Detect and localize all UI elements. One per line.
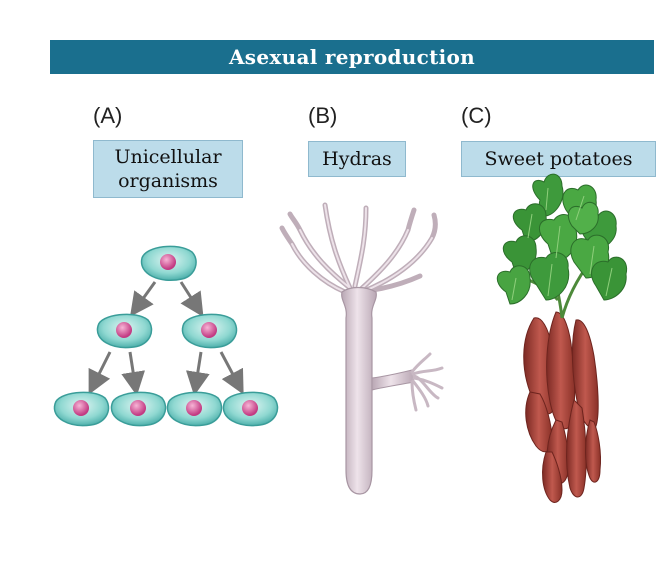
label-sweet-potatoes: Sweet potatoes xyxy=(461,141,656,177)
arrow-right-a xyxy=(185,351,210,396)
hydra-body xyxy=(341,286,377,495)
cell-gen3-4 xyxy=(222,391,279,427)
sweet-potato-illustration xyxy=(496,173,628,503)
cell-gen3-1 xyxy=(53,391,110,427)
label-unicellular-organisms: Unicellular organisms xyxy=(93,140,243,198)
cell-gen2-right xyxy=(181,313,238,349)
cell-parent xyxy=(140,245,197,281)
arrow-parent-left xyxy=(129,281,157,317)
panel-b-letter: (B) xyxy=(308,103,338,128)
panel-c-letter: (C) xyxy=(461,103,492,128)
label-a-line2: organisms xyxy=(118,170,218,192)
title-banner: Asexual reproduction xyxy=(50,40,654,74)
label-hydras: Hydras xyxy=(308,141,406,177)
arrow-parent-right xyxy=(179,281,204,318)
title-text: Asexual reproduction xyxy=(228,45,476,69)
sweet-potato-tubers xyxy=(523,311,601,503)
cell-gen3-3 xyxy=(166,391,223,427)
hydra-tentacles xyxy=(279,202,438,295)
cell-gen3-2 xyxy=(110,391,167,427)
cell-division-tree xyxy=(53,245,279,427)
panel-a-letter: (A) xyxy=(93,103,123,128)
arrow-left-a xyxy=(88,351,112,395)
cell-gen2-left xyxy=(96,313,153,349)
hydra-bud xyxy=(371,369,415,391)
arrow-left-b xyxy=(121,351,146,396)
hydra-tentacle-highlights xyxy=(291,204,433,293)
label-a-line1: Unicellular xyxy=(114,146,222,168)
sweet-potato-leaf-veins xyxy=(511,187,613,301)
arrow-right-b xyxy=(219,351,244,395)
hydra-bud-tentacles xyxy=(410,352,444,412)
sweet-potato-leaves xyxy=(496,173,628,305)
hydra-illustration xyxy=(279,202,444,495)
